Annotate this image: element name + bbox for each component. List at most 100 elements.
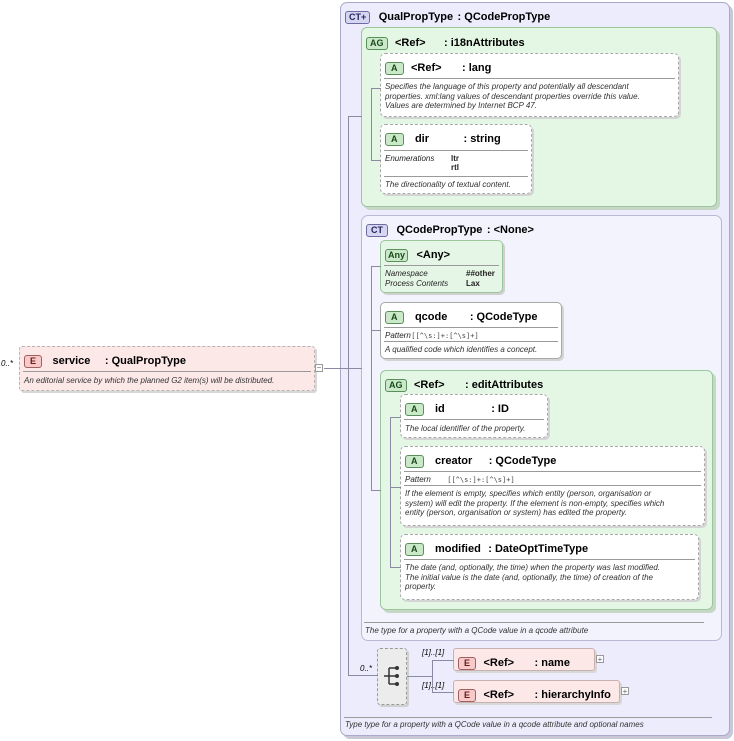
- modified-header: A modified : DateOptTimeType: [405, 539, 588, 557]
- modified-type: : DateOptTimeType: [488, 543, 589, 555]
- connector: [371, 330, 381, 331]
- hierarchyinfo-name: : hierarchyInfo: [534, 689, 611, 701]
- complex-type-extension-icon: CT+: [345, 11, 371, 24]
- dir-attribute-header: A dir : string: [385, 129, 501, 147]
- id-name: id: [434, 403, 445, 415]
- any-separator: [384, 265, 499, 266]
- connector: [348, 116, 362, 117]
- attribute-icon: A: [385, 311, 404, 324]
- dir-enum-values: ltr rtl: [451, 154, 459, 172]
- lang-doc-line: Values are determined by Internet BCP 47…: [385, 101, 537, 110]
- hierarchyinfo-ref: <Ref>: [483, 689, 515, 701]
- name-element-multiplicity: [1]..[1]: [422, 648, 445, 657]
- lang-ref: <Ref>: [410, 62, 442, 74]
- qualproptype-header: CT+ QualPropType : QCodePropType: [345, 7, 550, 25]
- element-icon: E: [24, 355, 43, 368]
- namespace-value: ##other: [466, 269, 495, 278]
- id-doc: The local identifier of the property.: [405, 424, 526, 433]
- sequence-icon: [384, 666, 399, 686]
- connector: [390, 417, 401, 418]
- attribute-icon: A: [405, 455, 424, 468]
- service-element[interactable]: [19, 346, 315, 391]
- qcodeproptype-doc-separator: [364, 622, 704, 623]
- expand-hierarchyinfo-icon[interactable]: +: [621, 687, 629, 696]
- element-icon: E: [458, 689, 477, 702]
- id-separator: [404, 419, 544, 420]
- i18n-name: : i18nAttributes: [443, 37, 525, 49]
- sequence-compositor[interactable]: [377, 648, 407, 705]
- hierarchyinfo-element[interactable]: [453, 680, 620, 703]
- modified-separator: [404, 559, 695, 560]
- connector: [348, 675, 378, 676]
- modified-doc-line: property.: [405, 582, 436, 591]
- dir-doc-separator: [384, 176, 528, 177]
- creator-attribute[interactable]: [400, 446, 705, 526]
- service-header: E service : QualPropType: [24, 351, 186, 369]
- qcode-doc: A qualified code which identifies a conc…: [385, 345, 538, 354]
- dir-doc: The directionality of textual content.: [385, 180, 511, 189]
- process-contents-value: Lax: [466, 279, 480, 288]
- lang-attribute-header: A <Ref> : lang: [385, 58, 491, 76]
- connector: [390, 567, 401, 568]
- id-header: A id : ID: [405, 399, 509, 417]
- name-element[interactable]: [453, 648, 595, 671]
- any-header: Any <Any>: [385, 245, 450, 263]
- attribute-icon: A: [405, 403, 424, 416]
- connector: [371, 88, 372, 160]
- connector: [371, 88, 381, 89]
- connector: [348, 116, 349, 676]
- connector: [324, 368, 349, 369]
- any-attribute[interactable]: [380, 240, 503, 293]
- modified-attribute[interactable]: [400, 534, 699, 600]
- connector: [432, 660, 433, 692]
- any-wildcard-icon: Any: [385, 249, 409, 262]
- lang-separator: [384, 78, 675, 79]
- dir-attribute[interactable]: [380, 124, 532, 194]
- connector: [432, 660, 454, 661]
- name-element-header: E <Ref> : name: [458, 653, 570, 671]
- i18n-ref: <Ref>: [394, 37, 426, 49]
- qcodeproptype-base: : <None>: [486, 224, 534, 236]
- qualproptype-base: : QCodePropType: [457, 11, 551, 23]
- dir-separator: [384, 150, 528, 151]
- service-multiplicity: 0..*: [1, 359, 14, 368]
- hierarchy-element-multiplicity: [1]..[1]: [422, 681, 445, 690]
- connector: [407, 676, 432, 677]
- creator-name: creator: [434, 455, 473, 467]
- qualproptype-doc-separator: [344, 717, 712, 718]
- connector: [348, 368, 362, 369]
- service-doc: An editorial service by which the planne…: [24, 376, 275, 385]
- expand-name-icon[interactable]: +: [596, 655, 604, 664]
- qcode-header: A qcode : QCodeType: [385, 307, 537, 325]
- enum-value: ltr: [451, 154, 459, 163]
- edit-attributes-header: AG <Ref> : editAttributes: [385, 375, 543, 393]
- pattern-value: [[^\s:]+:[^\s]+]: [411, 332, 479, 340]
- qcode-separator: [384, 327, 558, 328]
- modified-doc-line: The date (and, optionally, the time) whe…: [405, 563, 661, 572]
- element-icon: E: [458, 657, 477, 670]
- complex-type-icon: CT: [366, 224, 388, 237]
- lang-attribute[interactable]: [380, 53, 679, 117]
- qcodeproptype-doc: The type for a property with a QCode val…: [365, 626, 589, 635]
- pattern-label: Pattern: [385, 331, 411, 340]
- sequence-multiplicity: 0..*: [360, 664, 373, 673]
- collapse-service-icon[interactable]: −: [315, 363, 323, 372]
- attribute-group-icon: AG: [366, 37, 388, 50]
- creator-doc-line: entity (person, organisation or system) …: [405, 508, 627, 517]
- i18n-attributes-header: AG <Ref> : i18nAttributes: [366, 33, 525, 51]
- connector: [371, 266, 381, 267]
- creator-doc-separator: [404, 485, 701, 486]
- qualproptype-doc: Type type for a property with a QCode va…: [345, 720, 644, 729]
- qcodeproptype-name: QCodePropType: [396, 224, 483, 236]
- lang-doc-line: Specifies the language of this property …: [385, 82, 629, 91]
- attribute-group-icon: AG: [385, 379, 407, 392]
- creator-doc-line: If the element is empty, specifies which…: [405, 489, 652, 498]
- attribute-icon: A: [385, 133, 404, 146]
- creator-type: : QCodeType: [488, 455, 557, 467]
- lang-doc-line: properties. xml:lang values of descendan…: [385, 91, 640, 101]
- dir-name: dir: [414, 133, 430, 145]
- name-ref: <Ref>: [483, 657, 515, 669]
- attribute-icon: A: [385, 62, 404, 75]
- modified-name: modified: [434, 543, 481, 555]
- id-attribute[interactable]: [400, 394, 548, 438]
